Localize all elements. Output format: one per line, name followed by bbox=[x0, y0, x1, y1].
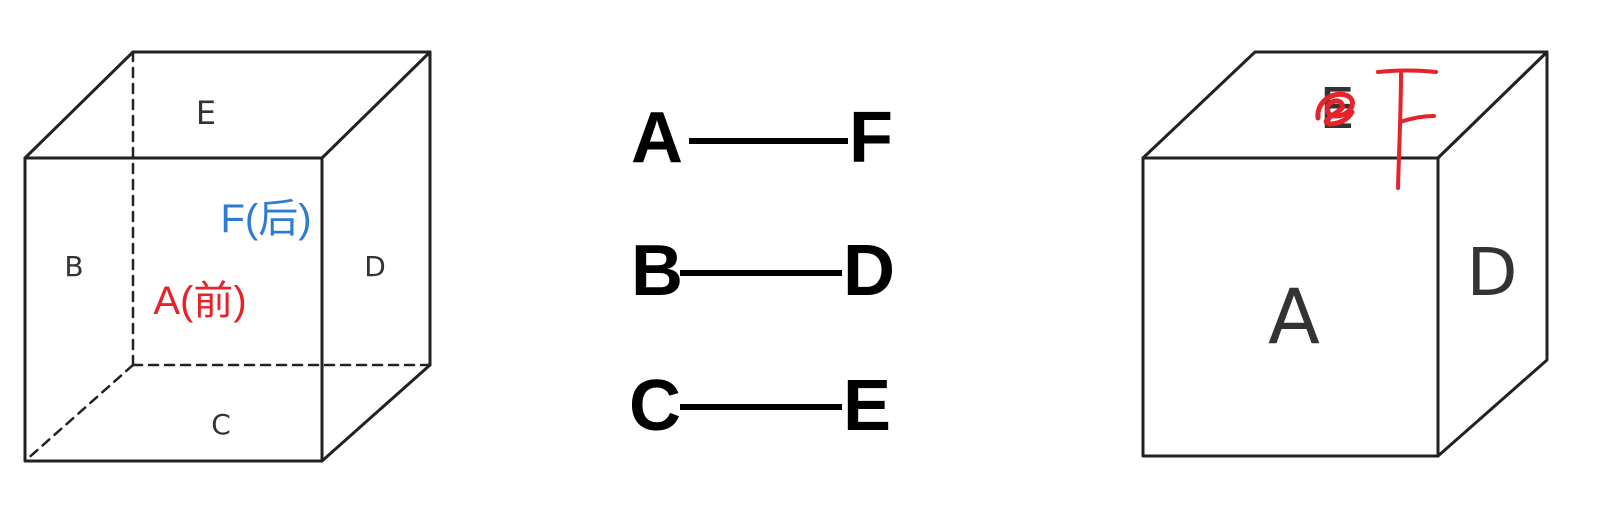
front-face-outline bbox=[23, 156, 324, 463]
right-cube-front-face bbox=[1141, 156, 1440, 458]
pair-3-left-letter: C bbox=[629, 366, 681, 446]
left-cube-left-label: B bbox=[64, 250, 83, 283]
handwritten-annotation bbox=[1315, 68, 1438, 190]
right-cube-right-label: D bbox=[1467, 234, 1518, 311]
letter-f-top-stroke bbox=[1376, 68, 1438, 74]
edge-top-right-diagonal bbox=[320, 50, 432, 160]
pair-1-right-letter: F bbox=[849, 98, 893, 178]
left-cube-hidden-edges bbox=[23, 50, 432, 463]
left-cube-right-label: D bbox=[364, 250, 386, 283]
left-cube bbox=[23, 50, 432, 463]
left-cube-back-label: F(后) bbox=[220, 197, 311, 241]
pair-2-right-letter: D bbox=[843, 231, 895, 311]
pair-3-right-letter: E bbox=[843, 366, 891, 446]
scribble-over-e bbox=[1315, 91, 1355, 127]
right-cube bbox=[1141, 50, 1549, 458]
pair-row-3: C E bbox=[629, 366, 891, 446]
opposite-pairs: A F B D C E bbox=[629, 98, 895, 446]
pair-row-2: B D bbox=[631, 231, 895, 311]
pair-row-1: A F bbox=[631, 98, 893, 178]
pair-1-left-letter: A bbox=[631, 98, 683, 178]
edge-bottom-right-diagonal bbox=[320, 363, 432, 463]
hidden-edge-bottom-diagonal bbox=[23, 363, 135, 463]
right-cube-front-label: A bbox=[1268, 272, 1320, 361]
pair-2-left-letter: B bbox=[631, 231, 683, 311]
left-cube-top-label: E bbox=[196, 94, 216, 132]
letter-f-middle-stroke bbox=[1398, 114, 1436, 124]
left-cube-visible-edges bbox=[23, 50, 432, 463]
left-cube-front-label: A(前) bbox=[153, 279, 246, 323]
edge-top-left-diagonal bbox=[23, 50, 135, 160]
letter-f-stem bbox=[1396, 72, 1403, 190]
left-cube-bottom-label: C bbox=[211, 408, 231, 441]
